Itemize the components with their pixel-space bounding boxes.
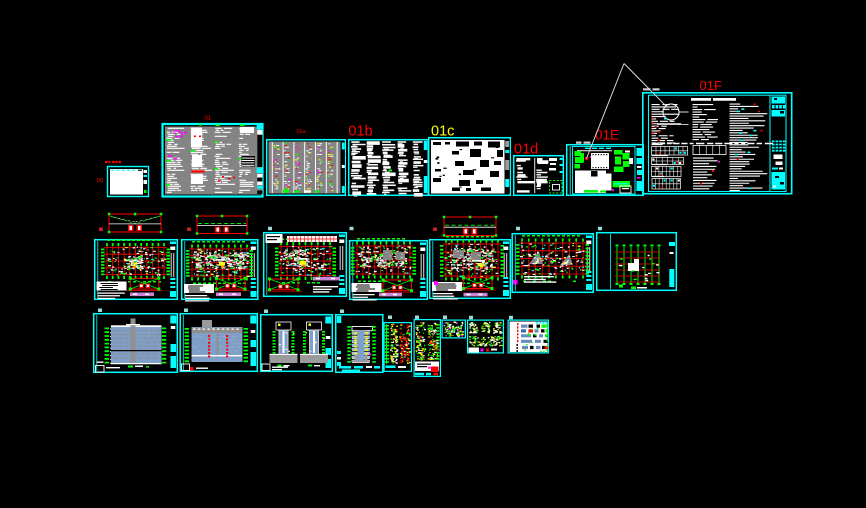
svg-text:01d: 01d [514,142,538,158]
svg-text:00: 00 [97,179,104,185]
svg-text:01E: 01E [595,128,619,143]
svg-text:01c: 01c [431,124,454,140]
svg-text:01a: 01a [297,129,307,135]
svg-text:01b: 01b [348,124,372,140]
svg-text:01: 01 [205,116,212,122]
svg-text:01F: 01F [700,78,722,93]
